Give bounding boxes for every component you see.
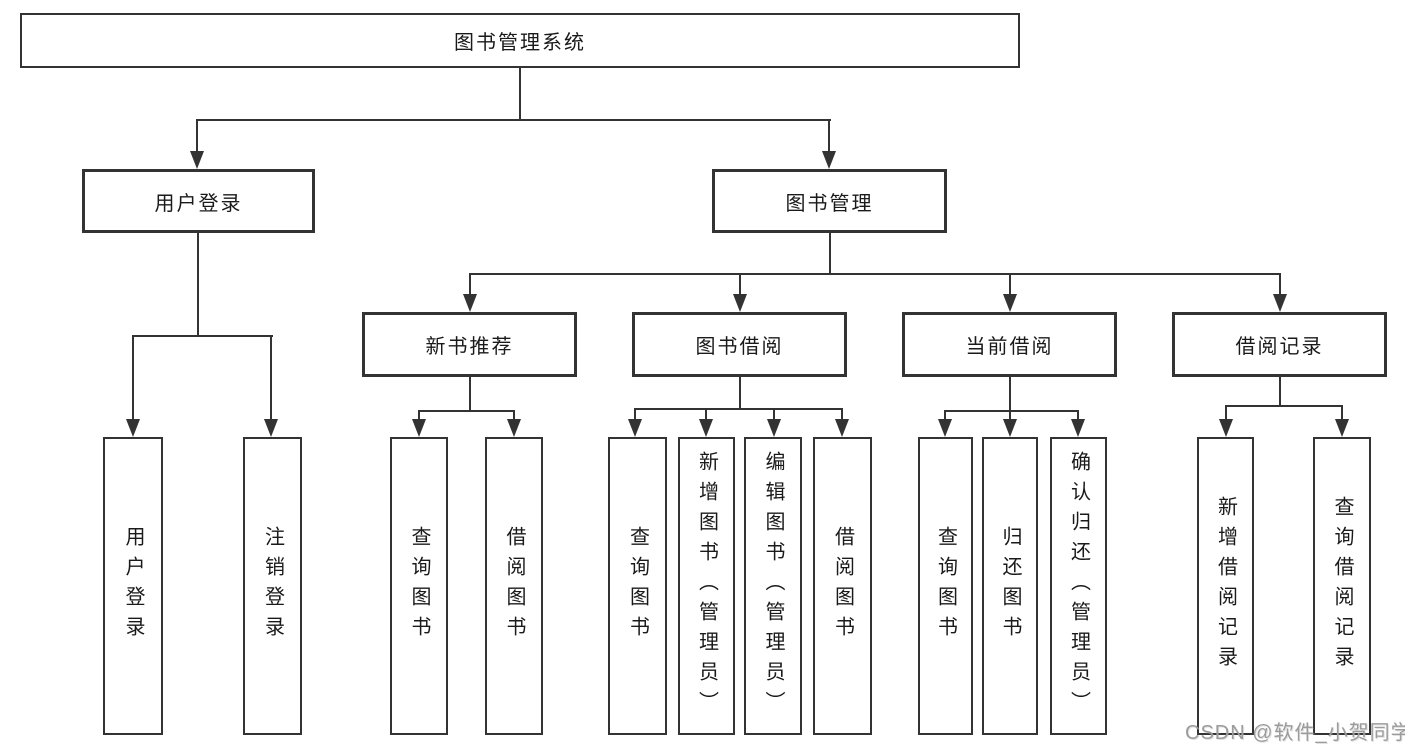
connector-to-leaf-user-login	[132, 335, 134, 420]
connector-to-nbr-borrow	[513, 410, 515, 420]
arrow-down-icon	[1003, 294, 1017, 312]
csdn-watermark: CSDN @软件_小贺同学	[1185, 722, 1405, 744]
arrow-down-icon	[1219, 419, 1233, 437]
leaf-user-login: 用户登录	[103, 437, 163, 735]
connector-root-cross	[197, 119, 831, 121]
arrow-down-icon	[412, 419, 426, 437]
connector-br-cross	[1225, 405, 1343, 407]
arrow-down-icon	[126, 419, 140, 437]
node-book-borrow: 图书借阅	[632, 312, 847, 377]
connector-user-login-cross	[132, 335, 273, 337]
node-system-root: 图书管理系统	[20, 13, 1020, 68]
connector-user-login-stem	[197, 233, 199, 335]
connector-to-user-login	[196, 119, 198, 152]
connector-to-new-book-recommend	[469, 273, 471, 295]
leaf-cb-confirm-return-admin: 确认归还（管理员）	[1050, 437, 1107, 735]
connector-book-mgmt-cross	[469, 273, 1281, 275]
leaf-logout: 注销登录	[243, 437, 302, 735]
connector-to-cb-confirm	[1077, 410, 1079, 420]
leaf-cb-return-books: 归还图书	[982, 437, 1038, 735]
connector-to-cb-return	[1009, 410, 1011, 420]
arrow-down-icon	[1003, 419, 1017, 437]
connector-nbr-stem	[469, 377, 471, 410]
node-book-management: 图书管理	[712, 169, 947, 233]
arrow-down-icon	[190, 151, 204, 169]
connector-bb-stem	[739, 377, 741, 408]
arrow-down-icon	[767, 419, 781, 437]
connector-to-nbr-query	[418, 410, 420, 420]
arrow-down-icon	[938, 419, 952, 437]
connector-to-cb-query	[944, 410, 946, 420]
connector-root-stem	[519, 68, 521, 119]
connector-book-mgmt-stem	[829, 233, 831, 273]
node-new-book-recommend: 新书推荐	[362, 312, 577, 377]
connector-cb-cross	[944, 410, 1079, 412]
leaf-cb-query-books: 查询图书	[918, 437, 973, 735]
connector-to-bb-add	[705, 408, 707, 420]
connector-to-br-query	[1341, 405, 1343, 420]
leaf-nbr-borrow-books: 借阅图书	[485, 437, 543, 735]
leaf-br-query-record: 查询借阅记录	[1313, 437, 1371, 735]
connector-br-stem	[1279, 377, 1281, 405]
arrow-down-icon	[1335, 419, 1349, 437]
node-current-borrow: 当前借阅	[902, 312, 1117, 377]
arrow-down-icon	[1071, 419, 1085, 437]
connector-to-borrow-records	[1279, 273, 1281, 295]
connector-to-leaf-logout	[270, 335, 272, 420]
connector-to-book-borrow	[739, 273, 741, 295]
leaf-br-add-record: 新增借阅记录	[1197, 437, 1254, 735]
node-borrow-records: 借阅记录	[1172, 312, 1387, 377]
arrow-down-icon	[264, 419, 278, 437]
connector-bb-cross	[634, 408, 843, 410]
connector-to-current-borrow	[1009, 273, 1011, 295]
arrow-down-icon	[628, 419, 642, 437]
arrow-down-icon	[699, 419, 713, 437]
leaf-bb-add-books-admin: 新增图书（管理员）	[678, 437, 735, 735]
arrow-down-icon	[733, 294, 747, 312]
arrow-down-icon	[463, 294, 477, 312]
node-user-login: 用户登录	[82, 169, 315, 233]
connector-to-br-add	[1225, 405, 1227, 420]
leaf-bb-query-books: 查询图书	[608, 437, 667, 735]
connector-nbr-cross	[418, 410, 515, 412]
leaf-bb-edit-books-admin: 编辑图书（管理员）	[744, 437, 802, 735]
connector-to-bb-edit	[773, 408, 775, 420]
arrow-down-icon	[835, 419, 849, 437]
arrow-down-icon	[822, 151, 836, 169]
connector-to-bb-query	[634, 408, 636, 420]
leaf-bb-borrow-books: 借阅图书	[813, 437, 872, 735]
connector-to-book-management	[828, 119, 830, 152]
arrow-down-icon	[507, 419, 521, 437]
leaf-nbr-query-books: 查询图书	[390, 437, 448, 735]
connector-cb-stem	[1009, 377, 1011, 410]
arrow-down-icon	[1273, 294, 1287, 312]
connector-to-bb-borrow	[841, 408, 843, 420]
